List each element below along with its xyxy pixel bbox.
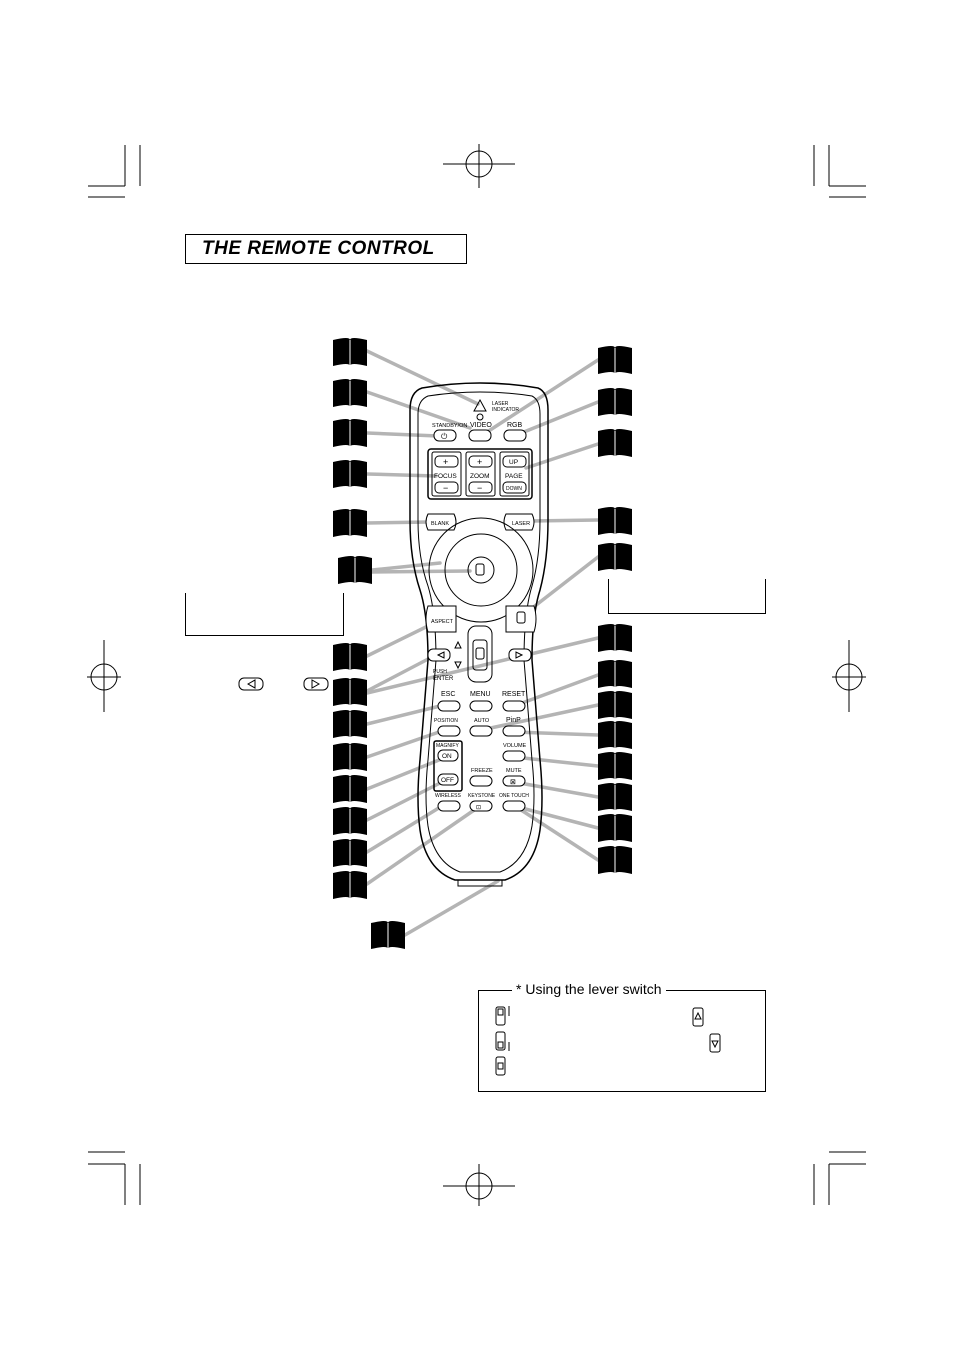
- laser-button[interactable]: LASER: [512, 521, 530, 527]
- section-title: THE REMOTE CONTROL: [202, 238, 435, 259]
- laser-indicator: LASER INDICATOR: [473, 398, 519, 421]
- rgb-label: RGB: [507, 422, 523, 429]
- keystone-icon: ⊡: [476, 805, 481, 811]
- focus-minus-button[interactable]: −: [443, 483, 448, 493]
- mute-label: MUTE: [506, 768, 522, 774]
- aspect-button[interactable]: ASPECT: [431, 619, 454, 625]
- right-note-box: [608, 579, 766, 614]
- wireless-label: WIRELESS: [435, 793, 462, 799]
- section-title-box: THE REMOTE CONTROL: [185, 234, 467, 264]
- left-note-box: [185, 593, 344, 636]
- magnify-on-button[interactable]: ON: [442, 753, 452, 760]
- push-label: PUSH: [433, 669, 447, 675]
- lever-switch-title: * Using the lever switch: [512, 981, 666, 997]
- page-up-button[interactable]: UP: [509, 459, 518, 466]
- esc-label: ESC: [441, 691, 455, 698]
- svg-text:INDICATOR: INDICATOR: [492, 407, 519, 413]
- standby-on-label: STANDBY/ON: [432, 423, 467, 429]
- crop-marks: [87, 144, 866, 1206]
- freeze-label: FREEZE: [471, 768, 493, 774]
- video-label: VIDEO: [470, 422, 492, 429]
- top-buttons: [433, 429, 527, 442]
- position-label: POSITION: [434, 718, 458, 724]
- laser-indicator-label: LASER: [492, 401, 509, 407]
- enter-label: ENTER: [433, 676, 454, 682]
- mute-icon: ⊠: [510, 779, 516, 786]
- menu-label: MENU: [470, 691, 491, 698]
- joystick-area: [425, 513, 537, 633]
- reset-label: RESET: [502, 691, 526, 698]
- keystone-label: KEYSTONE: [468, 793, 496, 799]
- power-icon[interactable]: ⏻: [441, 432, 448, 441]
- one-touch-label: ONE TOUCH: [499, 793, 529, 799]
- volume-label: VOLUME: [503, 743, 527, 749]
- remote-body: [409, 382, 549, 887]
- page-arrow-icons: [238, 677, 329, 691]
- zoom-minus-button[interactable]: −: [477, 483, 482, 493]
- pinp-label: PinP: [506, 717, 521, 724]
- focus-plus-button[interactable]: +: [443, 457, 448, 467]
- focus-label: FOCUS: [434, 473, 457, 480]
- zoom-label: ZOOM: [470, 473, 490, 480]
- page-label: PAGE: [505, 473, 523, 480]
- magnify-off-button[interactable]: OFF: [441, 777, 454, 784]
- lever-area: [427, 625, 532, 683]
- zoom-plus-button[interactable]: +: [477, 457, 482, 467]
- magnify-label: MAGNIFY: [436, 743, 459, 749]
- lever-switch-icons: [495, 1006, 721, 1076]
- lower-buttons: [433, 700, 526, 812]
- adjust-group: [427, 448, 533, 500]
- blank-button[interactable]: BLANK: [431, 521, 449, 527]
- leader-lines: [365, 349, 600, 937]
- auto-label: AUTO: [474, 718, 490, 724]
- page-down-button[interactable]: DOWN: [506, 486, 522, 492]
